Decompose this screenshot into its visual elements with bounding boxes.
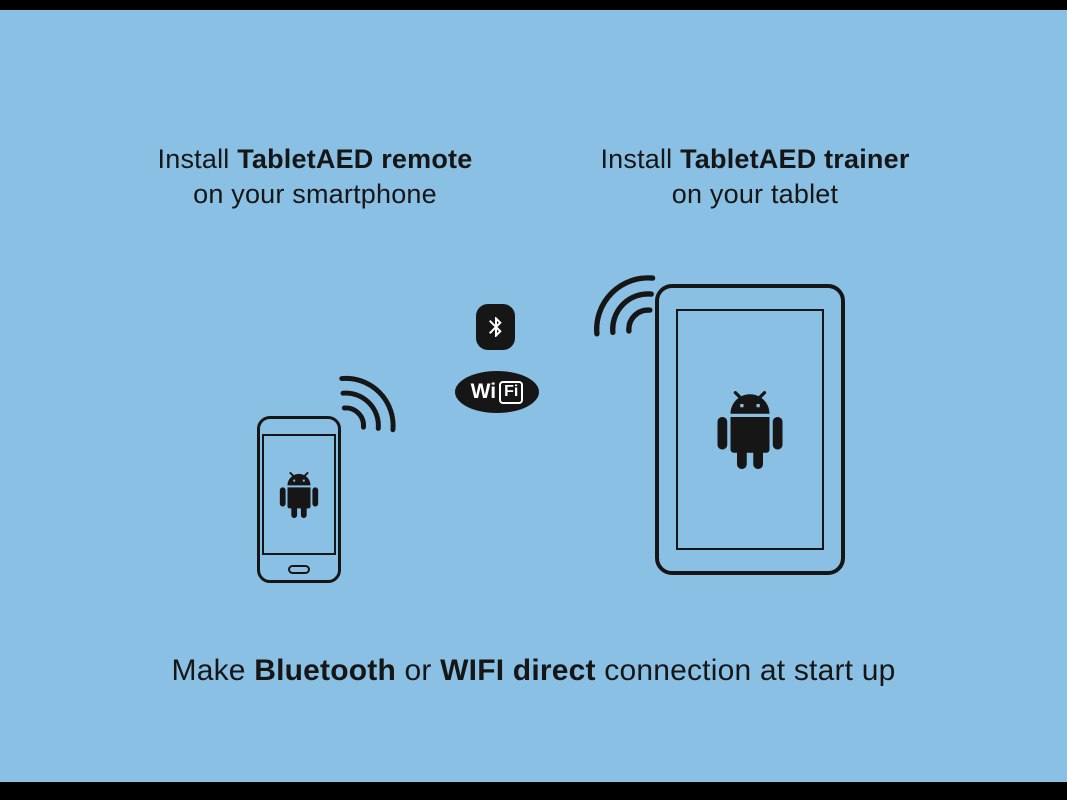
signal-waves-phone-icon	[339, 375, 396, 433]
tablet-illustration	[655, 284, 845, 575]
android-robot-icon	[717, 390, 783, 469]
smartphone-home-button	[288, 565, 310, 574]
caption-right-appname: TabletAED trainer	[680, 144, 910, 174]
caption-right-prefix: Install	[600, 144, 681, 174]
caption-left-appname: TabletAED remote	[237, 144, 473, 174]
letterbox-top	[0, 0, 1067, 10]
smartphone-illustration	[257, 416, 341, 583]
smartphone-screen	[262, 434, 336, 555]
android-robot-icon	[279, 471, 319, 518]
wifi-logo-wi-label: Wi	[470, 380, 497, 403]
caption-left-prefix: Install	[157, 144, 238, 174]
wifi-logo-fi-label: Fi	[499, 380, 524, 404]
bluetooth-glyph-icon	[488, 317, 502, 337]
wifi-logo: Wi Fi	[455, 371, 539, 413]
letterbox-bottom	[0, 782, 1067, 800]
caption-bottom-bluetooth: Bluetooth	[254, 654, 396, 687]
signal-waves-tablet-icon	[594, 275, 656, 337]
tablet-screen	[676, 309, 824, 550]
caption-install-remote: Install TabletAED remote on your smartph…	[115, 142, 515, 212]
caption-connection: Make Bluetooth or WIFI direct connection…	[0, 652, 1067, 690]
caption-right-line2: on your tablet	[671, 179, 839, 209]
caption-bottom-p3: connection at start up	[595, 654, 896, 687]
caption-bottom-p2: or	[396, 654, 441, 687]
caption-install-trainer: Install TabletAED trainer on your tablet	[555, 142, 955, 212]
caption-left-line2: on your smartphone	[193, 179, 437, 209]
caption-bottom-p1: Make	[171, 654, 255, 687]
bluetooth-icon	[476, 304, 515, 350]
caption-bottom-wifi-direct: WIFI direct	[440, 654, 596, 687]
